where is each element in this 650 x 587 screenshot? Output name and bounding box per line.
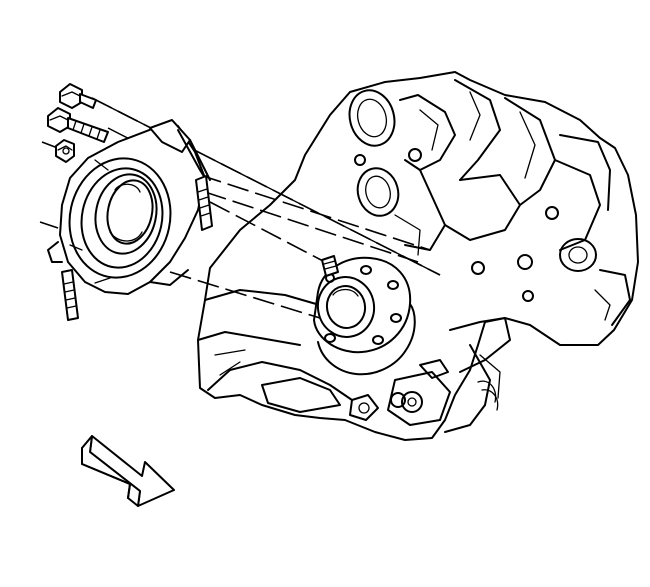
- bolt-2: [47, 107, 109, 143]
- crankshaft-flange: [313, 256, 416, 376]
- bolt-1: [59, 83, 97, 109]
- rear-crankshaft-oil-seal-housing: [47, 119, 211, 295]
- arrow-right-icon: [81, 435, 175, 507]
- housing-studs: [61, 175, 339, 321]
- engine-block: [197, 71, 639, 441]
- housing-bolts: [47, 83, 109, 163]
- nut: [55, 139, 75, 163]
